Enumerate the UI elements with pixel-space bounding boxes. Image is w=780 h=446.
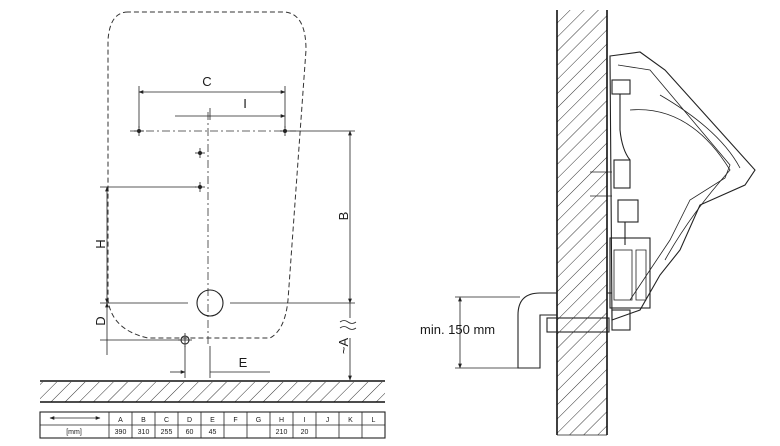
table-unit: [mm]: [66, 429, 82, 436]
table-header-a: A: [118, 417, 123, 424]
table-header-f: F: [233, 417, 237, 424]
inlet-point-lower: [195, 182, 205, 192]
table-header-e: E: [210, 417, 215, 424]
side-view: min. 150 mm: [420, 10, 756, 436]
table-value-d: 60: [186, 429, 194, 436]
table-header-c: C: [164, 417, 169, 424]
front-view: C I B H D E: [40, 11, 385, 403]
break-symbol: [339, 320, 357, 330]
urinal-outline-dashed: [107, 11, 307, 339]
pipe-collar: [546, 317, 610, 333]
table-value-c: 255: [161, 429, 173, 436]
dimension-b-label: B: [336, 212, 351, 221]
table-header-j: J: [326, 417, 330, 424]
table-header-l: L: [372, 417, 376, 424]
table-value-e: 45: [209, 429, 217, 436]
table-header-d: D: [187, 417, 192, 424]
dimension-d-label: D: [93, 316, 108, 325]
floor-hatch: [40, 382, 385, 402]
dimension-h-label: H: [93, 239, 108, 248]
outlet-circle: [196, 289, 224, 317]
table-value-a: 390: [115, 429, 127, 436]
dimension-e-label: E: [239, 355, 248, 370]
table-header-g: G: [256, 417, 261, 424]
dimension-a-label: ~A: [336, 338, 351, 355]
dimension-c-label: C: [202, 74, 211, 89]
table-value-h: 210: [276, 429, 288, 436]
urinal-bowl-inner: [629, 109, 731, 261]
drain-pipe: [517, 292, 557, 369]
dimension-150-label: min. 150 mm: [420, 322, 495, 337]
table-value-i: 20: [301, 429, 309, 436]
flush-valve: [611, 79, 631, 95]
trap-unit: [609, 237, 651, 309]
table-value-b: 310: [138, 429, 150, 436]
dimension-i-label: I: [243, 96, 247, 111]
dimension-table: [mm] A 390 B 310 C 255 D 60 E 45 F G H 210 I 20 J K L: [39, 411, 386, 439]
bottom-inlet: [178, 333, 192, 347]
urinal-body: [609, 51, 756, 321]
wall-hatch: [557, 10, 607, 435]
table-header-b: B: [141, 417, 146, 424]
table-header-k: K: [348, 417, 353, 424]
table-header-h: H: [279, 417, 284, 424]
inlet-point-upper: [195, 148, 205, 158]
table-header-i: I: [304, 417, 306, 424]
